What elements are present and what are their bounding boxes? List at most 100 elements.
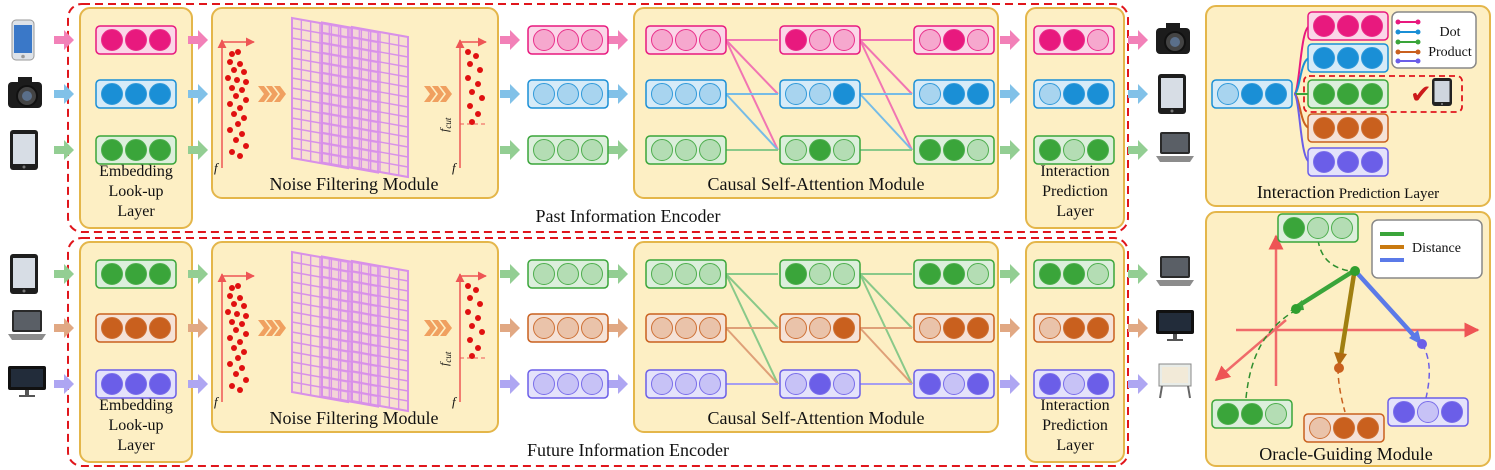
filtered-vector [527,369,609,399]
flow-arrow [1128,264,1148,284]
f-axis-label: f [452,160,458,175]
candidate-vector [1307,113,1389,143]
encoder-title: Future Information Encoder [527,440,729,460]
prediction-vector [1033,25,1115,55]
flow-arrow [608,84,628,104]
flow-arrow [1000,30,1020,50]
flow-arrow [500,30,520,50]
flow-arrow [500,264,520,284]
attention-vector [913,369,995,399]
filter-grid-stack [291,16,409,179]
flow-arrow [1128,374,1148,394]
flow-arrow [188,140,208,160]
embedding-vector [95,259,177,289]
dot-product-legend-lines [1395,19,1421,64]
candidate-vector [1307,11,1389,41]
candidate-vector [1307,147,1389,177]
attention-label: Causal Self-Attention Module [708,174,925,194]
flow-arrow [188,374,208,394]
flow-arrow [1128,84,1148,104]
oracle-guiding-panel: Distance Oracle-Guiding Module [1205,211,1491,467]
tablet-icon [10,254,38,294]
attention-links [725,39,913,151]
attention-vector [645,25,727,55]
filtered-vector [527,135,609,165]
flow-arrow [1128,318,1148,338]
attention-vector [913,259,995,289]
flow-arrow [188,84,208,104]
monitor-icon [1156,310,1194,341]
selected-item-frame [1303,75,1463,113]
flow-arrow [188,264,208,284]
dot-product-label-2: Product [1428,45,1472,60]
attention-vector [779,79,861,109]
candidate-vector [1307,43,1389,73]
prediction-label-line-3: Layer [1056,203,1094,220]
flow-arrow [54,84,74,104]
attention-links [725,273,913,385]
flow-arrow [608,30,628,50]
embedding-label-line-1: Embedding [99,397,173,414]
embedding-label-line-1: Embedding [99,163,173,180]
attention-vector [645,313,727,343]
attention-vector [779,259,861,289]
flow-arrow [54,318,74,338]
candidate-vector [1307,79,1389,109]
prediction-label-line-2: Prediction [1042,417,1108,434]
filtered-vector [527,313,609,343]
laptop-icon [8,310,46,340]
oracle-target-vector [1277,213,1359,243]
f-axis-label: f [214,394,220,409]
noise-filter-label: Noise Filtering Module [270,408,439,428]
chevron-arrows-icon [424,320,452,336]
attention-vector [645,135,727,165]
prediction-vector [1033,259,1115,289]
tablet-icon [10,130,38,170]
prediction-vector [1033,135,1115,165]
tablet-icon [1432,78,1452,106]
attention-vector [779,135,861,165]
prediction-label-line-1: Interaction [1040,163,1109,180]
prediction-label-line-1: Interaction [1040,397,1109,414]
oracle-vector-green [1211,399,1293,429]
f-axis-label: f [214,160,220,175]
flow-arrow [608,140,628,160]
fcut-label: fcut [437,351,453,366]
attention-vector [913,25,995,55]
flow-arrow [188,30,208,50]
flow-arrow [54,140,74,160]
flow-arrow [500,318,520,338]
oracle-vector-purple [1387,397,1469,427]
tablet-icon [1158,74,1186,114]
prediction-vector [1033,313,1115,343]
chevron-arrows-icon [258,86,286,102]
flow-arrow [1000,264,1020,284]
chevron-arrows-icon [424,86,452,102]
flow-arrow [608,374,628,394]
prediction-vector [1033,79,1115,109]
oracle-module-title: Oracle-Guiding Module [1259,444,1432,464]
embedding-vector [95,313,177,343]
attention-vector [645,79,727,109]
attention-vector [645,369,727,399]
filter-grid-stack [291,250,409,413]
camera-icon [1156,23,1190,54]
flow-arrow [54,374,74,394]
query-vector [1211,79,1293,109]
monitor-icon [8,366,46,397]
attention-vector [779,369,861,399]
embedding-label-line-3: Layer [117,437,155,454]
embedding-vector [95,369,177,399]
embedding-vector [95,135,177,165]
fcut-label: fcut [437,117,453,132]
attention-label: Causal Self-Attention Module [708,408,925,428]
oracle-vector-orange [1303,413,1385,443]
flow-arrow [188,318,208,338]
flow-arrow [500,374,520,394]
flow-arrow [1000,318,1020,338]
flow-arrow [608,264,628,284]
